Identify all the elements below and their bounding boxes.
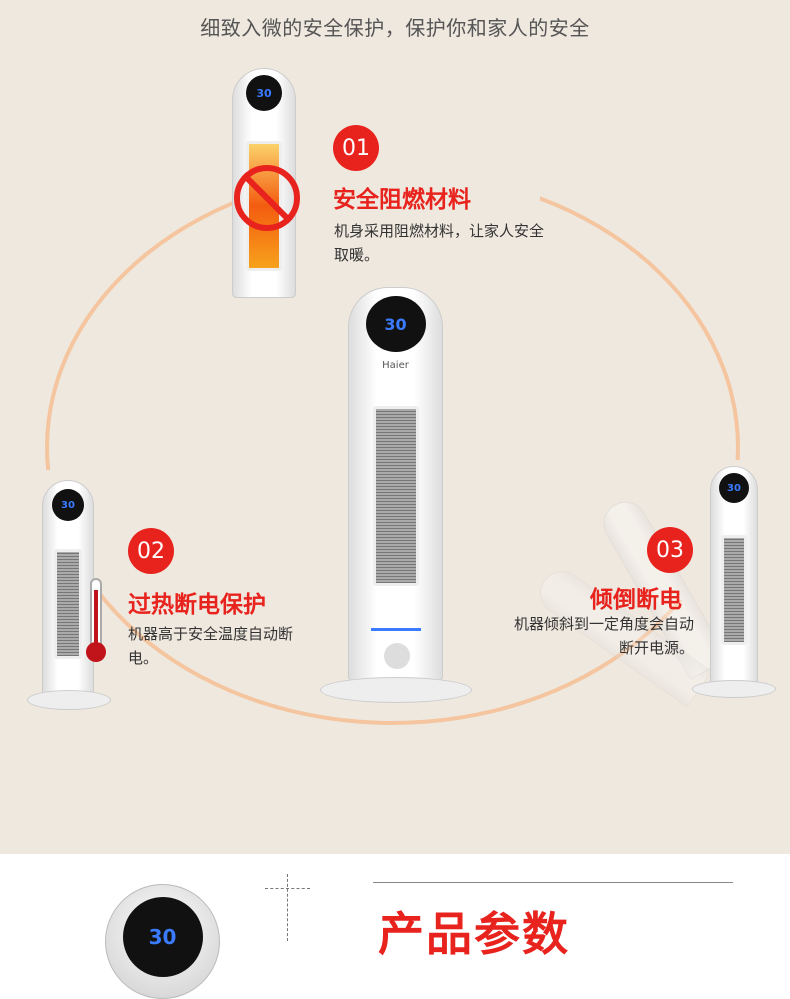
divider [373,882,733,883]
feature-desc-03: 机器倾斜到一定角度会自动断开电源。 [513,615,694,657]
feature-desc-02: 机器高于安全温度自动断电。 [128,625,294,667]
dimension-guide [287,874,288,941]
main-heater: 30 Haier [348,287,443,682]
brand-logo: Haier [382,360,409,371]
thermometer-icon [86,578,106,662]
feature-badge-03: 03 [647,527,693,573]
prohibited-icon [234,165,300,231]
feature-badge-02: 02 [128,528,174,574]
control-panel-closeup: 30 [105,884,220,999]
feature-title-02: 过热断电保护 [128,592,266,618]
feature-title-01: 安全阻燃材料 [333,187,471,213]
speaker-grille [384,643,410,669]
indicator-light [371,628,421,631]
feature-title-03: 倾倒断电 [590,587,682,613]
params-title: 产品参数 [378,907,570,961]
feature-desc-01: 机身采用阻燃材料，让家人安全取暖。 [334,222,545,264]
feature-badge-01: 01 [333,125,379,171]
heater-tilt: 30 [710,466,758,686]
section-subtitle: 细致入微的安全保护，保护你和家人的安全 [200,16,590,40]
main-heater-base [320,677,472,703]
heater-thermal: 30 [42,480,94,698]
heater-grill [372,406,419,586]
safety-section: 细致入微的安全保护，保护你和家人的安全 30 01 安全阻燃材料 机身采用阻燃材… [0,0,790,854]
